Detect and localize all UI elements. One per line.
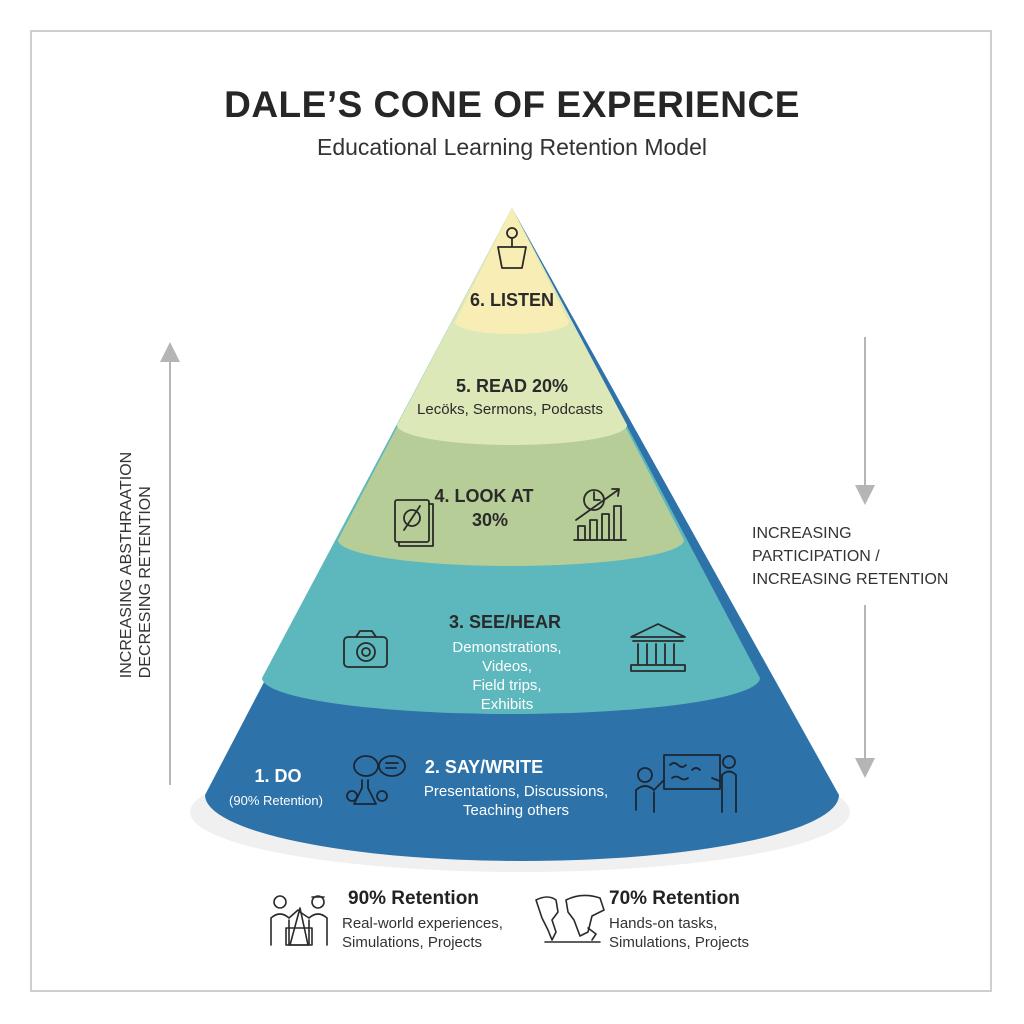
listen-label: 6. LISTEN bbox=[469, 290, 555, 310]
right-axis-line: PARTICIPATION / bbox=[752, 548, 880, 565]
legend-item-90: 90% Retention Real-world experiences, Si… bbox=[342, 888, 503, 952]
do-description: (90% Retention) bbox=[229, 793, 323, 808]
see-hear-item: Field trips, bbox=[472, 677, 542, 694]
page-subtitle: Educational Learning Retention Model bbox=[317, 134, 707, 160]
cone-band-listen bbox=[455, 208, 569, 334]
see-hear-label: 3. SEE/HEAR bbox=[448, 612, 562, 632]
see-hear-item: Demonstrations, bbox=[452, 639, 562, 656]
read-label: 5. READ 20% bbox=[455, 376, 569, 396]
say-write-label: 2. SAY/WRITE bbox=[424, 757, 544, 777]
left-axis-line: DECRESING RETENTION bbox=[137, 486, 154, 679]
right-axis-line: INCREASING bbox=[752, 525, 852, 542]
legend-heading: 70% Retention bbox=[609, 888, 740, 909]
do-label: 1. DO bbox=[254, 766, 302, 786]
look-at-percent: 30% bbox=[471, 510, 509, 530]
world-map-icon bbox=[535, 894, 605, 943]
say-write-item: Teaching others bbox=[463, 802, 569, 819]
say-write-description: Presentations, Discussions, Teaching oth… bbox=[424, 782, 608, 820]
look-at-label: 4. LOOK AT bbox=[434, 486, 534, 506]
right-axis-label: INCREASING PARTICIPATION / INCREASING RE… bbox=[752, 522, 948, 591]
say-write-item: Presentations, Discussions, bbox=[423, 783, 609, 800]
see-hear-item: Exhibits bbox=[480, 696, 534, 713]
chart-icon bbox=[573, 488, 627, 541]
legend-description: Hands-on tasks, bbox=[609, 915, 718, 932]
legend-item-70: 70% Retention Hands-on tasks, Simulation… bbox=[609, 888, 749, 952]
page-title: DALE’S CONE OF EXPERIENCE bbox=[224, 84, 800, 125]
discussion-icon bbox=[346, 755, 406, 805]
right-axis-line: INCREASING RETENTION bbox=[752, 571, 949, 588]
legend-description: Simulations, Projects bbox=[342, 934, 483, 951]
left-axis-label: INCREASING ABSTHRAATION DECRESING RETENT… bbox=[117, 452, 155, 678]
left-axis-line: INCREASING ABSTHRAATION bbox=[118, 451, 135, 679]
legend-heading: 90% Retention bbox=[348, 888, 479, 909]
workers-icon bbox=[270, 895, 328, 946]
see-hear-item: Videos, bbox=[482, 658, 532, 675]
camera-icon bbox=[343, 630, 388, 668]
museum-icon bbox=[630, 623, 686, 672]
document-icon bbox=[394, 499, 434, 547]
podium-icon bbox=[497, 227, 527, 269]
whiteboard-icon bbox=[635, 754, 737, 813]
read-description: Lecöks, Sermons, Podcasts bbox=[417, 401, 603, 418]
diagram-frame bbox=[30, 30, 992, 992]
legend-description: Real-world experiences, bbox=[342, 915, 503, 932]
legend-description: Simulations, Projects bbox=[609, 934, 750, 951]
see-hear-description: Demonstrations, Videos, Field trips, Exh… bbox=[452, 638, 561, 714]
